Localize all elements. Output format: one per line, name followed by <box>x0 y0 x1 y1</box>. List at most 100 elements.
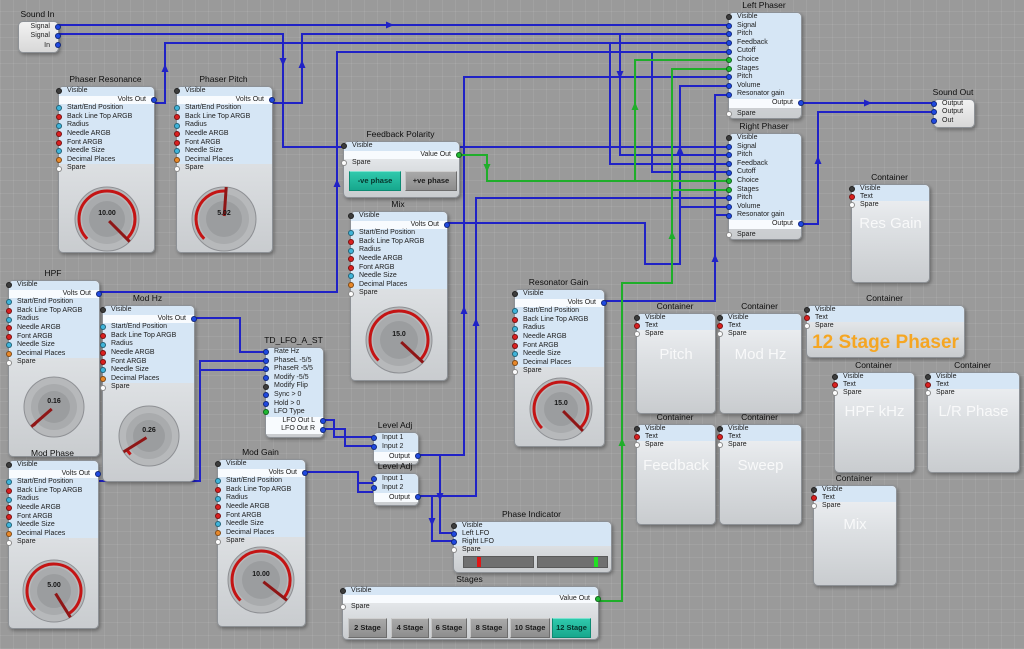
right-phaser-pin-signal-dot[interactable] <box>726 144 732 150</box>
phaser-resonance[interactable]: VisibleVolts OutStart/End PositionBack L… <box>58 86 155 253</box>
container-lr-phase-pin-visible-dot[interactable] <box>925 374 931 380</box>
feedback-polarity[interactable]: VisibleValue OutSpare-ve phase+ve phase <box>343 141 460 198</box>
mod-hz-pin-spare-dot[interactable] <box>100 385 106 391</box>
sound-out-pin-out-dot[interactable] <box>931 118 937 124</box>
container-pitch-pin-text-dot[interactable] <box>634 323 640 329</box>
left-phaser-pin-spare-dot[interactable] <box>726 111 732 117</box>
mix-knob[interactable]: 15.0 <box>363 304 435 376</box>
feedback-polarity-button-ve-phase[interactable]: +ve phase <box>405 171 457 191</box>
container-res-gain-pin-visible-dot[interactable] <box>849 186 855 192</box>
hpf[interactable]: VisibleVolts OutStart/End PositionBack L… <box>8 280 100 457</box>
mix-pin-volts-out-dot[interactable] <box>444 222 450 228</box>
hpf-pin-radius-dot[interactable] <box>6 317 12 323</box>
sound-out[interactable]: OutputOutputOut <box>933 99 975 128</box>
stages-button-6-stage[interactable]: 6 Stage <box>431 618 467 638</box>
td-lfo[interactable]: Rate HzPhaseL -5/5PhaseR -5/5Modify -5/5… <box>265 347 324 438</box>
mod-phase-pin-spare-dot[interactable] <box>6 540 12 546</box>
container-lr-phase-pin-text-dot[interactable] <box>925 382 931 388</box>
mix-pin-spare-dot[interactable] <box>348 291 354 297</box>
phaser-pitch[interactable]: VisibleVolts OutStart/End PositionBack L… <box>176 86 273 253</box>
phaser-resonance-pin-spare-dot[interactable] <box>56 166 62 172</box>
mix-pin-radius-dot[interactable] <box>348 248 354 254</box>
mix-pin-decimal-places-dot[interactable] <box>348 282 354 288</box>
resonator-gain-pin-radius-dot[interactable] <box>512 326 518 332</box>
container-sweep-pin-spare-dot[interactable] <box>717 442 723 448</box>
container-hpf-khz[interactable]: VisibleTextSpareHPF kHz <box>834 372 915 473</box>
left-phaser-pin-resonator-gain-dot[interactable] <box>726 92 732 98</box>
level-adj-2[interactable]: Input 1Input 2Output <box>373 473 419 506</box>
level-adj-2-pin-output-dot[interactable] <box>415 494 421 500</box>
stages-button-10-stage[interactable]: 10 Stage <box>510 618 550 638</box>
container-mod-hz-pin-spare-dot[interactable] <box>717 331 723 337</box>
phaser-resonance-knob[interactable]: 10.00 <box>72 184 142 254</box>
mod-hz-pin-decimal-places-dot[interactable] <box>100 376 106 382</box>
container-hpf-khz-pin-visible-dot[interactable] <box>832 374 838 380</box>
level-adj-1-pin-output-dot[interactable] <box>415 453 421 459</box>
container-pitch[interactable]: VisibleTextSparePitch <box>636 313 716 414</box>
mod-gain-pin-font-argb-dot[interactable] <box>215 513 221 519</box>
mod-hz-pin-radius-dot[interactable] <box>100 342 106 348</box>
container-res-gain[interactable]: VisibleTextSpareRes Gain <box>851 184 930 283</box>
left-phaser[interactable]: VisibleSignalPitchFeedbackCutoffChoiceSt… <box>728 12 802 119</box>
sound-in-pin-signal-dot[interactable] <box>55 33 61 39</box>
phase-indicator-pin-spare-dot[interactable] <box>451 547 457 553</box>
container-feedback-pin-visible-dot[interactable] <box>634 426 640 432</box>
level-adj-1-pin-input-1-dot[interactable] <box>371 435 377 441</box>
container-mix-pin-spare-dot[interactable] <box>811 503 817 509</box>
container-feedback-pin-text-dot[interactable] <box>634 434 640 440</box>
phase-indicator-pin-right-lfo-dot[interactable] <box>451 539 457 545</box>
right-phaser-pin-volume-dot[interactable] <box>726 204 732 210</box>
hpf-pin-decimal-places-dot[interactable] <box>6 351 12 357</box>
stages-pin-visible-dot[interactable] <box>340 588 346 594</box>
mod-hz-pin-volts-out-dot[interactable] <box>191 316 197 322</box>
mod-phase[interactable]: VisibleVolts OutStart/End PositionBack L… <box>8 460 99 629</box>
resonator-gain-pin-font-argb-dot[interactable] <box>512 343 518 349</box>
container-sweep-pin-visible-dot[interactable] <box>717 426 723 432</box>
container-mod-hz-pin-text-dot[interactable] <box>717 323 723 329</box>
container-pitch-pin-visible-dot[interactable] <box>634 315 640 321</box>
phaser-resonance-pin-radius-dot[interactable] <box>56 123 62 129</box>
mod-phase-knob[interactable]: 5.00 <box>20 557 88 625</box>
container-mix-pin-visible-dot[interactable] <box>811 487 817 493</box>
container-res-gain-pin-text-dot[interactable] <box>849 194 855 200</box>
resonator-gain-pin-spare-dot[interactable] <box>512 369 518 375</box>
mod-gain-pin-radius-dot[interactable] <box>215 496 221 502</box>
left-phaser-pin-volume-dot[interactable] <box>726 83 732 89</box>
level-adj-2-pin-input-1-dot[interactable] <box>371 476 377 482</box>
right-phaser-pin-output-dot[interactable] <box>798 221 804 227</box>
td-lfo-pin-modify-flip-dot[interactable] <box>263 384 269 390</box>
right-phaser-pin-stages-dot[interactable] <box>726 187 732 193</box>
mod-gain-pin-spare-dot[interactable] <box>215 539 221 545</box>
right-phaser[interactable]: VisibleSignalPitchFeedbackCutoffChoiceSt… <box>728 133 802 240</box>
mix[interactable]: VisibleVolts OutStart/End PositionBack L… <box>350 211 448 381</box>
container-12-stage-pin-text-dot[interactable] <box>804 315 810 321</box>
mod-hz-pin-font-argb-dot[interactable] <box>100 359 106 365</box>
sound-in-pin-in-dot[interactable] <box>55 42 61 48</box>
mod-hz-knob[interactable]: 0.26 <box>116 403 182 469</box>
sound-in[interactable]: SignalSignalIn <box>18 21 59 53</box>
level-adj-2-pin-input-2-dot[interactable] <box>371 485 377 491</box>
container-hpf-khz-pin-spare-dot[interactable] <box>832 390 838 396</box>
resonator-gain[interactable]: VisibleVolts OutStart/End PositionBack L… <box>514 289 605 447</box>
container-pitch-pin-spare-dot[interactable] <box>634 331 640 337</box>
left-phaser-pin-signal-dot[interactable] <box>726 23 732 29</box>
resonator-gain-pin-decimal-places-dot[interactable] <box>512 360 518 366</box>
hpf-pin-font-argb-dot[interactable] <box>6 334 12 340</box>
mod-phase-pin-volts-out-dot[interactable] <box>95 471 101 477</box>
phaser-pitch-pin-radius-dot[interactable] <box>174 123 180 129</box>
phaser-pitch-pin-spare-dot[interactable] <box>174 166 180 172</box>
container-mix[interactable]: VisibleTextSpareMix <box>813 485 897 586</box>
left-phaser-pin-stages-dot[interactable] <box>726 66 732 72</box>
phase-indicator-pin-visible-dot[interactable] <box>451 523 457 529</box>
phaser-resonance-pin-decimal-places-dot[interactable] <box>56 157 62 163</box>
phaser-pitch-pin-volts-out-dot[interactable] <box>269 97 275 103</box>
td-lfo-pin-hold-0-dot[interactable] <box>263 401 269 407</box>
phaser-pitch-pin-decimal-places-dot[interactable] <box>174 157 180 163</box>
left-phaser-pin-output-dot[interactable] <box>798 100 804 106</box>
container-sweep-pin-text-dot[interactable] <box>717 434 723 440</box>
container-hpf-khz-pin-text-dot[interactable] <box>832 382 838 388</box>
sound-in-pin-signal-dot[interactable] <box>55 24 61 30</box>
container-feedback[interactable]: VisibleTextSpareFeedback <box>636 424 716 525</box>
container-mod-hz[interactable]: VisibleTextSpareMod Hz <box>719 313 802 414</box>
stages[interactable]: VisibleValue OutSpare2 Stage4 Stage6 Sta… <box>342 586 599 640</box>
